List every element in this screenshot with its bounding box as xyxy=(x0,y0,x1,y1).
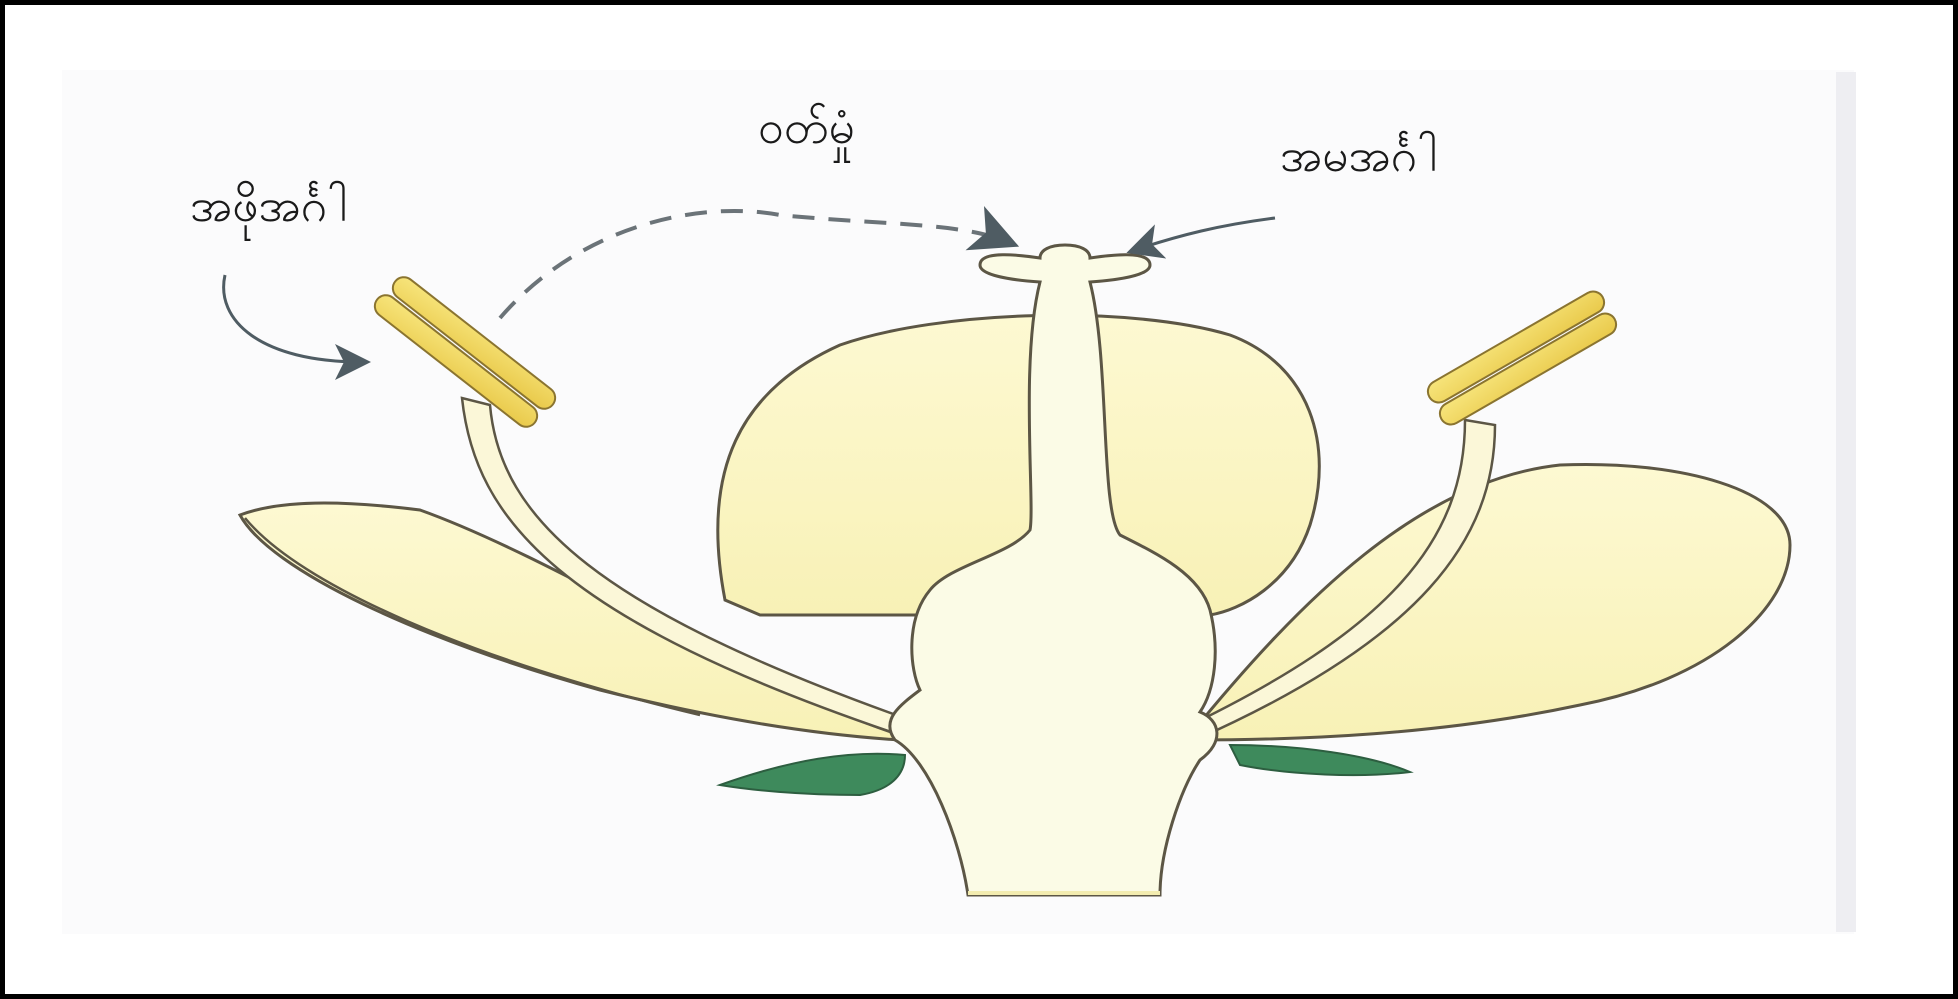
left-sepal xyxy=(720,754,905,795)
right-anther xyxy=(1424,287,1620,428)
stamen-label: အဖိုအင်္ဂါ xyxy=(190,182,347,228)
pistil-pointer-arrow xyxy=(1135,218,1275,250)
pistil-label: အမအင်္ဂါ xyxy=(1280,132,1437,178)
stamen-pointer-arrow xyxy=(224,275,362,362)
pollination-label: ဝတ်မှုံ xyxy=(758,104,855,150)
pollination-path-arrow xyxy=(500,211,1008,318)
right-sepal xyxy=(1230,745,1410,775)
